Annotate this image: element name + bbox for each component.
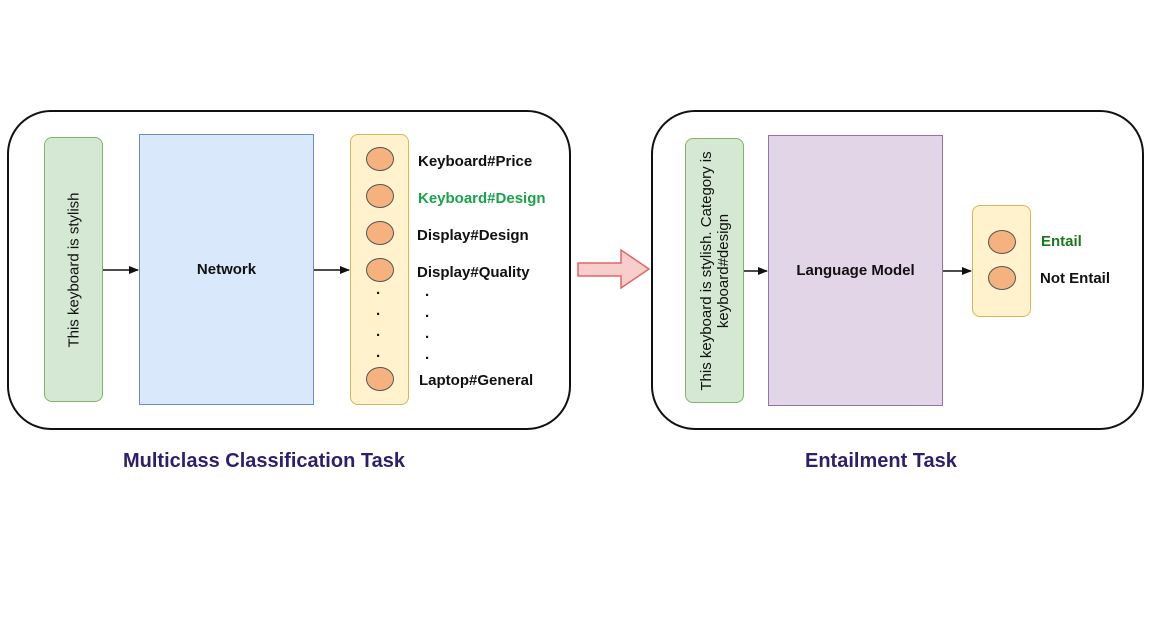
network-label: Network — [196, 261, 257, 278]
not-entail-node — [988, 266, 1016, 290]
ellipsis-dot: . — [376, 344, 381, 361]
class-label-2: Keyboard#Design — [418, 190, 546, 207]
entail-label: Entail — [1041, 233, 1082, 250]
ellipsis-dot: . — [425, 304, 430, 321]
ellipsis-dot: . — [425, 325, 430, 342]
network-box: Network — [139, 134, 314, 405]
class-node-1 — [366, 147, 394, 171]
not-entail-label: Not Entail — [1040, 270, 1110, 287]
ellipsis-dot: . — [376, 281, 381, 298]
language-model-box: Language Model — [768, 135, 943, 406]
class-node-5 — [366, 367, 394, 391]
class-node-3 — [366, 221, 394, 245]
class-label-5: Laptop#General — [419, 372, 534, 389]
premise-hypothesis-box: This keyboard is stylish. Category is ke… — [685, 138, 744, 403]
class-label-4: Display#Quality — [417, 264, 530, 281]
language-model-label: Language Model — [796, 262, 915, 279]
entail-output-box — [972, 205, 1031, 317]
ellipsis-dot: . — [376, 323, 381, 340]
ellipsis-dot: . — [376, 302, 381, 319]
multiclass-caption: Multiclass Classification Task — [123, 450, 405, 472]
transition-arrow-icon — [577, 248, 651, 290]
class-label-1: Keyboard#Price — [418, 153, 533, 170]
class-label-3: Display#Design — [417, 227, 529, 244]
class-node-4 — [366, 258, 394, 282]
entailment-caption: Entailment Task — [805, 450, 957, 472]
class-node-2 — [366, 184, 394, 208]
ellipsis-dot: . — [425, 346, 430, 363]
entail-node — [988, 230, 1016, 254]
input-sentence-box: This keyboard is stylish — [44, 137, 103, 402]
ellipsis-dot: . — [425, 283, 430, 300]
